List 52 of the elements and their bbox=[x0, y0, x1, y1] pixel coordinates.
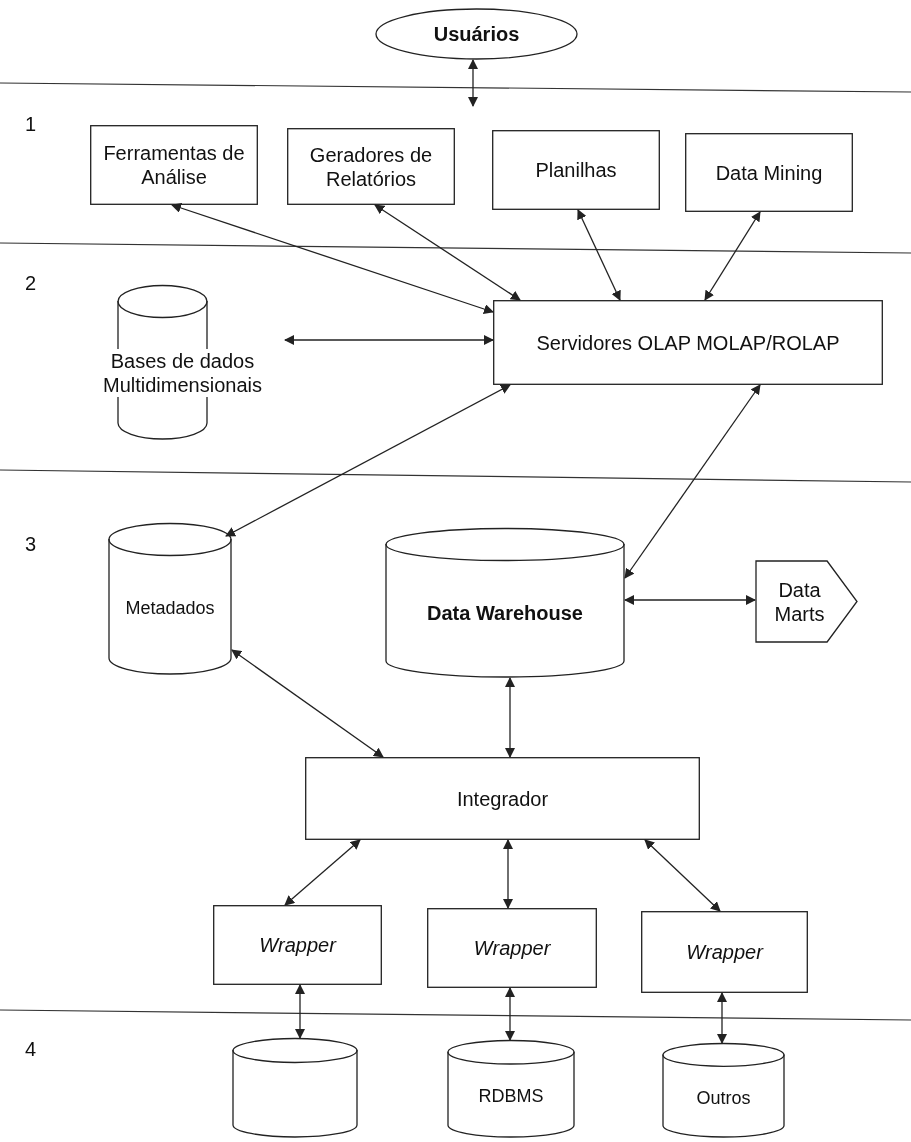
double-arrow bbox=[225, 384, 511, 537]
database-cylinder bbox=[385, 528, 625, 678]
process-box bbox=[287, 128, 455, 205]
double-arrow bbox=[503, 839, 513, 909]
database-cylinder bbox=[232, 1038, 358, 1138]
double-arrow bbox=[374, 204, 521, 301]
double-arrow bbox=[717, 992, 727, 1044]
database-cylinder bbox=[662, 1043, 785, 1138]
process-box bbox=[641, 911, 808, 993]
double-arrow bbox=[295, 984, 305, 1039]
double-arrow bbox=[704, 211, 761, 301]
ellipse-node bbox=[375, 8, 578, 60]
process-box bbox=[213, 905, 382, 985]
node-label: Usuários bbox=[433, 22, 520, 46]
double-arrow bbox=[505, 987, 515, 1041]
double-arrow bbox=[644, 839, 721, 912]
node-label: Integrador bbox=[456, 786, 549, 811]
node-label: Data Marts bbox=[773, 577, 826, 626]
node-label: Metadados bbox=[125, 598, 215, 620]
process-box bbox=[427, 908, 597, 988]
database-cylinder bbox=[108, 523, 232, 675]
double-arrow bbox=[624, 595, 756, 605]
node-label: Servidores OLAP MOLAP/ROLAP bbox=[536, 330, 840, 355]
node-label: Data Warehouse bbox=[427, 601, 583, 625]
process-box bbox=[492, 130, 660, 210]
node-label: Wrapper bbox=[686, 940, 763, 964]
node-label: Ferramentas de Análise bbox=[102, 141, 246, 189]
node-label: Wrapper bbox=[259, 933, 336, 957]
double-arrow bbox=[577, 209, 621, 301]
layer-number: 2 bbox=[25, 272, 37, 295]
node-label: Geradores de Relatórios bbox=[308, 142, 434, 191]
process-box bbox=[305, 757, 700, 840]
node-label: Data Mining bbox=[715, 160, 823, 185]
node-label: Planilhas bbox=[535, 158, 617, 182]
process-box bbox=[493, 300, 883, 385]
pentagon-node bbox=[755, 560, 858, 643]
layer-number: 1 bbox=[25, 113, 37, 136]
double-arrow bbox=[284, 839, 361, 906]
double-arrow bbox=[468, 59, 478, 107]
node-label: Wrapper bbox=[473, 936, 551, 960]
double-arrow bbox=[231, 649, 384, 758]
process-box bbox=[685, 133, 853, 212]
node-label: Outros bbox=[696, 1087, 751, 1110]
layer-number: 4 bbox=[25, 1038, 37, 1061]
node-label: RDBMS bbox=[478, 1086, 544, 1108]
double-arrow bbox=[284, 335, 494, 345]
double-arrow bbox=[624, 384, 761, 579]
double-arrow bbox=[505, 677, 515, 758]
database-cylinder bbox=[447, 1040, 575, 1138]
process-box bbox=[90, 125, 258, 205]
double-arrow bbox=[171, 203, 494, 314]
layer-number: 3 bbox=[25, 533, 37, 556]
